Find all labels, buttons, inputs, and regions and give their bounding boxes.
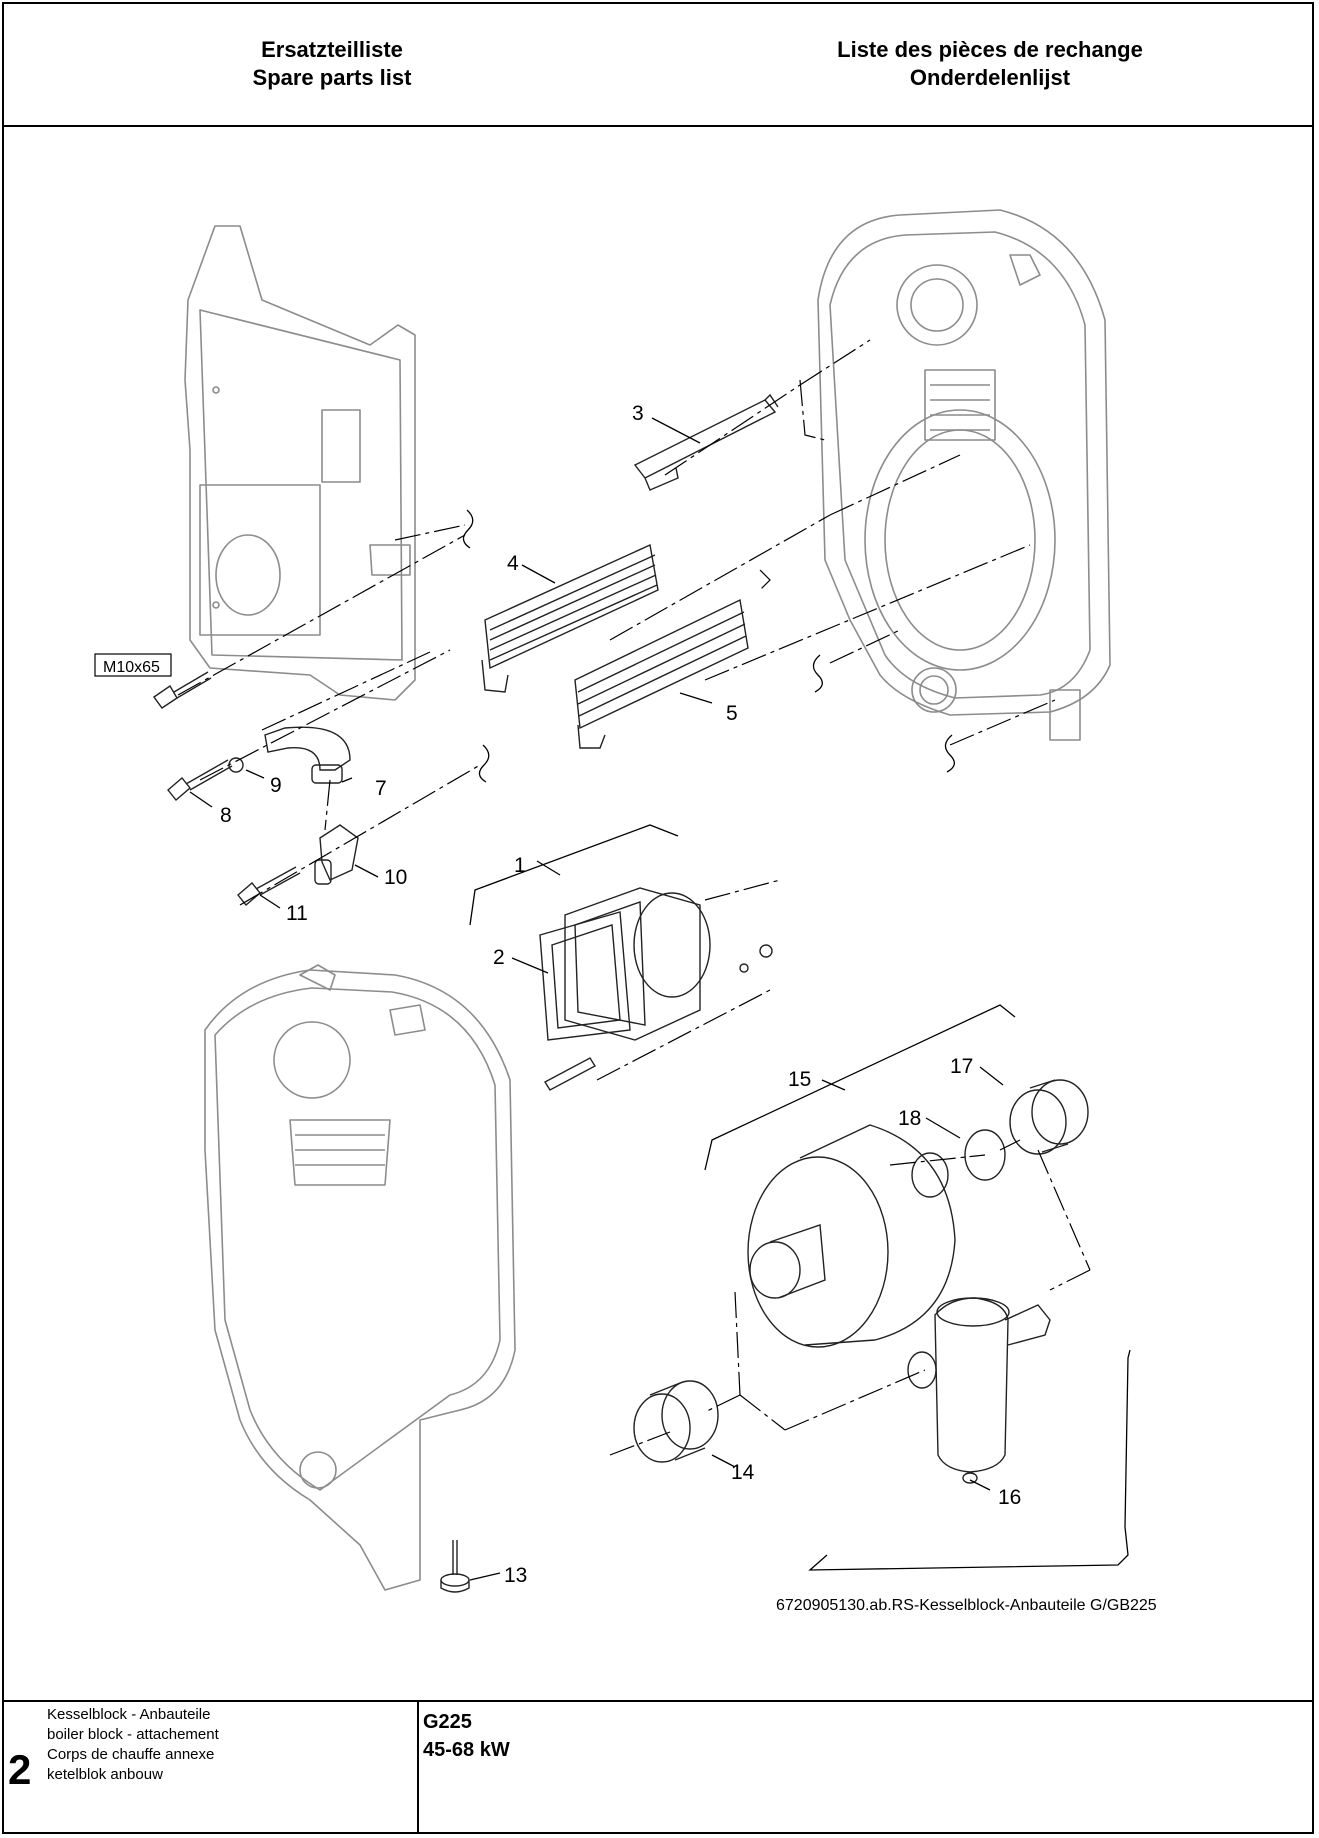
- part-7-bracket: [264, 726, 351, 784]
- callout-15: 15: [788, 1068, 811, 1091]
- callout-3: 3: [632, 402, 644, 425]
- title-nl: Onderdelenlijst: [909, 65, 1071, 90]
- callout-2: 2: [493, 946, 505, 969]
- part-8-bolt: [167, 759, 233, 802]
- header-divider: [2, 125, 1314, 127]
- part-1-burner-housing: [564, 887, 773, 1041]
- callout-10: 10: [384, 866, 407, 889]
- callout-16: 16: [998, 1486, 1021, 1509]
- part-17-clamp: [1009, 1079, 1089, 1155]
- part-9-washer: [228, 757, 244, 773]
- exploded-view-diagram: 3 4 5 7 9 8 10 11 1 2 15 17 18 14 16 13 …: [94, 209, 1131, 1593]
- description-fr: Corps de chauffe annexe: [47, 1746, 215, 1763]
- callout-14: 14: [731, 1461, 755, 1484]
- m10x65-bolt: [153, 671, 212, 709]
- callout-5: 5: [726, 702, 738, 725]
- assembly-centerlines: [177, 339, 1091, 1456]
- callout-17: 17: [950, 1055, 973, 1078]
- drawing-code: 6720905130.ab.RS-Kesselblock-Anbauteile …: [776, 1597, 1157, 1614]
- part-16-tee: [907, 1297, 1051, 1484]
- footer-column-divider: [417, 1700, 419, 1834]
- callout-1: 1: [514, 854, 526, 877]
- callout-4: 4: [507, 552, 519, 575]
- model-name: G225: [423, 1711, 472, 1733]
- section-description: Kesselblock - Anbauteile boiler block - …: [47, 1705, 219, 1785]
- header-title-right: Liste des pièces de rechange Onderdelenl…: [765, 36, 1215, 92]
- footer-divider: [2, 1700, 1314, 1702]
- part-3-strip: [633, 393, 779, 491]
- callout-11: 11: [286, 902, 308, 925]
- callout-8: 8: [220, 804, 232, 827]
- title-de: Ersatzteilliste: [261, 37, 403, 62]
- connector-nipple: [544, 1057, 596, 1091]
- part-14-clamp: [633, 1380, 719, 1463]
- model-info: G225 45-68 kW: [423, 1708, 510, 1764]
- grouping-braces: [469, 824, 1131, 1571]
- part-5-baffle: [574, 598, 749, 749]
- rear-boiler-section: [184, 225, 416, 701]
- leader-lines: [189, 417, 1004, 1581]
- callout-labels: 3 4 5 7 9 8 10 11 1 2 15 17 18 14 16 13: [220, 402, 1021, 1587]
- title-fr: Liste des pièces de rechange: [837, 37, 1143, 62]
- description-de: Kesselblock - Anbauteile: [47, 1706, 211, 1723]
- callout-18: 18: [898, 1107, 921, 1130]
- callout-9: 9: [270, 774, 282, 797]
- part-11-bolt: [237, 866, 301, 907]
- bolt-spec-label: M10x65: [94, 653, 172, 677]
- part-10-holder: [314, 824, 359, 885]
- callout-13: 13: [504, 1564, 527, 1587]
- model-power: 45-68 kW: [423, 1739, 510, 1761]
- description-en: boiler block - attachement: [47, 1726, 219, 1743]
- front-boiler-section-right: [817, 209, 1111, 741]
- part-2-gasket: [539, 911, 631, 1041]
- bolt-spec-text: M10x65: [103, 659, 160, 676]
- part-18-ring: [964, 1129, 1006, 1181]
- header-title-left: Ersatzteilliste Spare parts list: [132, 36, 532, 92]
- title-en: Spare parts list: [252, 65, 412, 90]
- front-boiler-section-left: [204, 964, 516, 1591]
- section-number: 2: [8, 1746, 32, 1793]
- description-nl: ketelblok anbouw: [47, 1766, 163, 1783]
- part-15-silencer: [747, 1124, 956, 1348]
- part-4-baffle: [481, 543, 659, 693]
- part-13-screw: [440, 1540, 470, 1593]
- break-marks: [462, 509, 955, 783]
- callout-7: 7: [375, 777, 387, 800]
